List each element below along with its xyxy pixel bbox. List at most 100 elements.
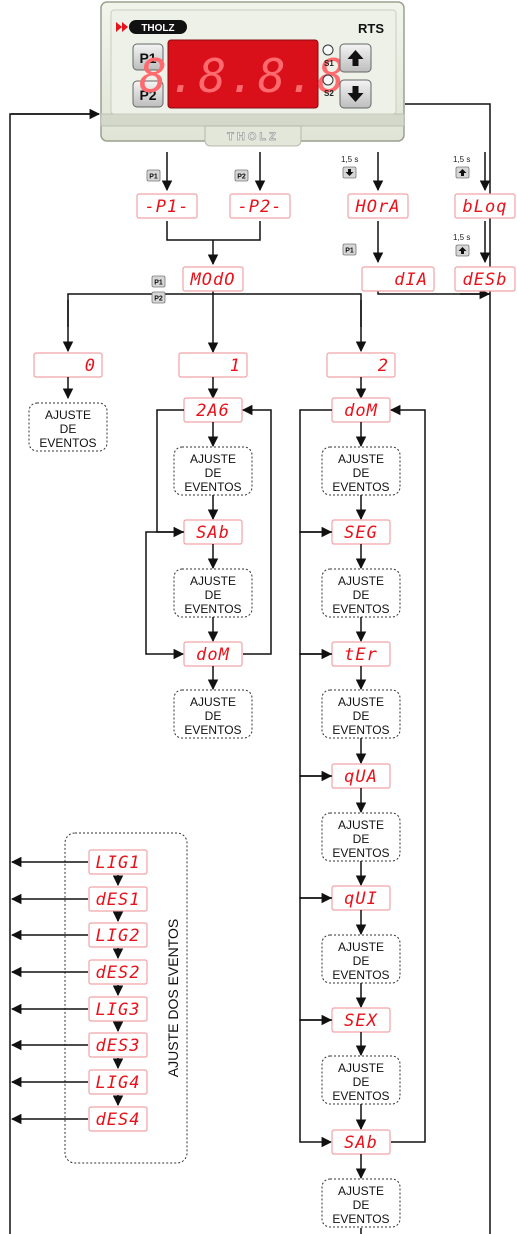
display-mode2-day-5-text: qUI — [344, 889, 378, 909]
display-mode-2-text: 2 — [378, 356, 389, 376]
bottom-logo: THOLZ — [204, 125, 302, 147]
display-modo: MOdO — [182, 266, 244, 292]
ajuste-eventos-mode1-2-line: DE — [205, 588, 222, 602]
ajuste-eventos-mode2-7-line: EVENTOS — [332, 1212, 389, 1226]
ajuste-eventos-mode2-2-line: EVENTOS — [332, 602, 389, 616]
display-mode2-day-4-text: qUA — [344, 767, 378, 787]
evento-LIG3: LIG3 — [88, 996, 148, 1022]
display-mode2-day-7-text: SAb — [344, 1133, 378, 1153]
display-mode2-day-2-text: SEG — [344, 523, 378, 543]
ajuste-eventos-mode1-3-line: AJUSTE — [190, 695, 236, 709]
ajuste-eventos-mode1-2-line: AJUSTE — [190, 574, 236, 588]
arrow-down-icon — [347, 86, 364, 102]
arrow-up-icon — [458, 169, 467, 176]
display-dia-text: dIA — [394, 270, 428, 290]
up-button[interactable] — [339, 43, 372, 73]
display-mode2-day-7: SAb — [331, 1129, 391, 1155]
evento-dES4-text: dES4 — [96, 1110, 141, 1130]
display-mode2-day-1: doM — [331, 397, 391, 423]
display-desb-text: dESb — [463, 270, 508, 290]
p2-key-icon-modo: P2 — [151, 291, 166, 304]
svg-text:THOLZ: THOLZ — [227, 131, 279, 143]
display-hora: HOrA — [347, 193, 409, 219]
display-mode-0: 0 — [33, 352, 103, 378]
display-desb: dESb — [454, 266, 516, 292]
ajuste-eventos-mode2-3-line: DE — [353, 709, 370, 723]
svg-text:P2: P2 — [237, 174, 246, 181]
display-mode2-day-3: tEr — [331, 641, 391, 667]
display-p2-text: -P2- — [238, 197, 283, 217]
evento-LIG2: LIG2 — [88, 922, 148, 948]
arrow-down-icon — [345, 169, 354, 176]
ajuste-eventos-mode2-6-line: AJUSTE — [338, 1061, 384, 1075]
display-bloq-text: bLoq — [463, 197, 508, 217]
evento-LIG1: LIG1 — [88, 849, 148, 875]
display-hora-text: HOrA — [355, 197, 401, 217]
p1-key-icon-modo: P1 — [151, 275, 166, 288]
svg-text:P1: P1 — [139, 50, 156, 66]
display-mode1-day-3-text: doM — [196, 645, 230, 665]
p1-button[interactable]: P1 — [132, 43, 164, 71]
p2-button[interactable]: P2 — [132, 80, 164, 108]
ajuste-eventos-mode1-3-line: DE — [205, 709, 222, 723]
display-bloq: bLoq — [454, 193, 516, 219]
display-mode1-day-1-text: 2A6 — [196, 401, 230, 421]
ajuste-eventos-mode2-7-line: DE — [353, 1198, 370, 1212]
svg-text:S1: S1 — [324, 59, 334, 68]
display-mode2-day-6: SEX — [331, 1007, 391, 1033]
evento-LIG3-text: LIG3 — [96, 1000, 141, 1020]
display-mode-1-text: 1 — [230, 356, 241, 376]
ajuste-eventos-mode2-4-line: DE — [353, 832, 370, 846]
hold-time-hora: 1,5 s — [341, 155, 358, 164]
display-mode2-day-3-text: tEr — [344, 645, 378, 665]
ajuste-eventos-mode2-1-line: DE — [353, 466, 370, 480]
ajuste-eventos-mode0-line: EVENTOS — [39, 436, 96, 450]
led-s1: S1 — [322, 44, 334, 68]
evento-LIG4: LIG4 — [88, 1069, 148, 1095]
display-p2: -P2- — [229, 193, 291, 219]
display-mode1-day-1: 2A6 — [183, 397, 243, 423]
display-mode2-day-5: qUI — [331, 885, 391, 911]
display-mode1-day-2-text: SAb — [196, 523, 230, 543]
arrow-up-icon — [347, 50, 364, 66]
p2-key-icon: P2 — [234, 169, 249, 182]
evento-LIG1-text: LIG1 — [96, 853, 141, 873]
hold-time-bloq: 1,5 s — [453, 155, 470, 164]
svg-text:P2: P2 — [154, 296, 163, 303]
p1-key-icon-dia: P1 — [342, 243, 357, 256]
ajuste-eventos-mode2-1-line: EVENTOS — [332, 480, 389, 494]
display-digits: 8.8.8.8 — [139, 49, 347, 103]
display-mode1-day-2: SAb — [183, 519, 243, 545]
evento-dES2-text: dES2 — [96, 963, 141, 983]
ajuste-eventos-mode2-2-line: AJUSTE — [338, 574, 384, 588]
display-mode2-day-2: SEG — [331, 519, 391, 545]
ajuste-eventos-mode1-1-line: AJUSTE — [190, 452, 236, 466]
model-label: RTS — [358, 21, 384, 36]
down-button[interactable] — [339, 79, 372, 109]
led-s2: S2 — [322, 74, 334, 98]
evento-LIG2-text: LIG2 — [96, 926, 141, 946]
svg-text:P1: P1 — [149, 174, 158, 181]
display-modo-text: MOdO — [190, 270, 236, 290]
ajuste-eventos-mode2-7-line: AJUSTE — [338, 1184, 384, 1198]
ajuste-eventos-mode2-5-line: DE — [353, 954, 370, 968]
display-mode-2: 2 — [326, 352, 396, 378]
evento-dES1: dES1 — [88, 886, 148, 912]
evento-dES4: dES4 — [88, 1106, 148, 1132]
ajuste-eventos-mode2-4-line: AJUSTE — [338, 818, 384, 832]
ajuste-eventos-mode2-1-line: AJUSTE — [338, 452, 384, 466]
down-key-icon-hora — [342, 166, 357, 179]
up-key-icon-bloq — [455, 166, 470, 179]
display-mode2-day-4: qUA — [331, 763, 391, 789]
ajuste-eventos-mode2-5-line: EVENTOS — [332, 968, 389, 982]
